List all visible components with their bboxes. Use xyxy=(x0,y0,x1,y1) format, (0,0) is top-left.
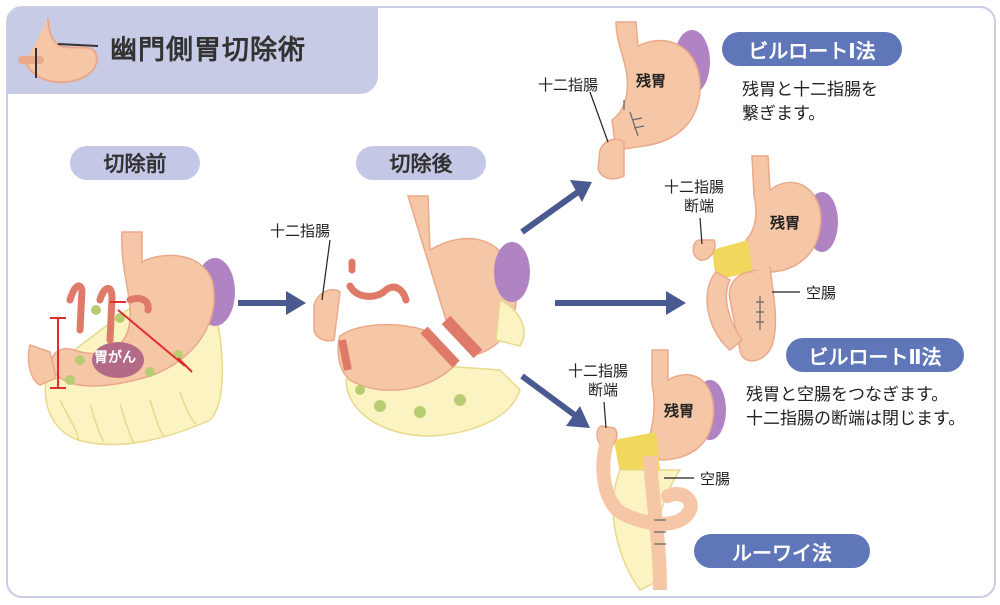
billroth1-title: ビルロートⅠ法 xyxy=(722,32,902,66)
arrow-to-billroth2 xyxy=(555,291,686,315)
arrow-to-billroth1 xyxy=(520,180,592,235)
rouxeny-title: ルーワイ法 xyxy=(694,534,870,568)
after-label: 切除後 xyxy=(356,146,486,180)
rouxeny-illustration xyxy=(596,349,726,591)
duodenum-label-after: 十二指腸 xyxy=(270,222,331,240)
jejunum-label-ry: 空腸 xyxy=(700,470,731,488)
after-stomach xyxy=(313,195,530,437)
stump-label-b2-line1: 十二指腸 xyxy=(664,178,725,196)
billroth1-desc-line2: 繋ぎます。 xyxy=(742,104,826,124)
billroth1-illustration xyxy=(589,21,710,180)
remnant-label-ry: 残胃 xyxy=(664,402,695,420)
billroth2-desc-line1: 残胃と空腸をつなぎます。 xyxy=(746,385,949,405)
jejunum-label-b2: 空腸 xyxy=(806,284,837,302)
stomach-icon xyxy=(18,17,99,84)
arrow-to-rouxeny xyxy=(520,373,590,428)
stump-label-b2-line2: 断端 xyxy=(684,197,715,215)
billroth2-desc-line2: 十二指腸の断端は閉じます。 xyxy=(746,409,966,429)
before-label: 切除前 xyxy=(70,146,200,180)
stump-label-ry-line1: 十二指腸 xyxy=(568,362,629,380)
stump-label-ry-line2: 断端 xyxy=(588,381,619,399)
billroth1-desc-line1: 残胃と十二指腸を xyxy=(742,80,878,100)
billroth2-illustration xyxy=(692,155,838,362)
duodenum-label-b1: 十二指腸 xyxy=(538,76,599,94)
remnant-label-b2: 残胃 xyxy=(770,214,801,232)
before-stomach xyxy=(27,231,235,446)
tumor-label: 胃がん xyxy=(94,350,136,366)
remnant-label-b1: 残胃 xyxy=(636,72,667,90)
billroth2-title: ビルロートⅡ法 xyxy=(786,338,964,372)
arrow-before-after xyxy=(238,291,306,315)
page-title: 幽門側胃切除術 xyxy=(110,35,306,66)
